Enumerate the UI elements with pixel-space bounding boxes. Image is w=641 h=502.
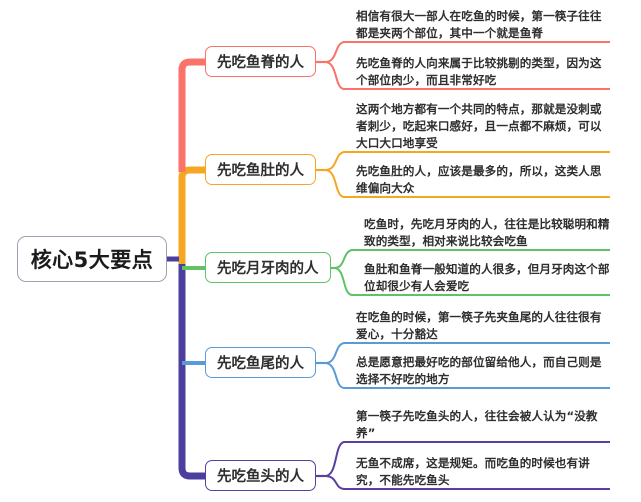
branch-node-5-label: 先吃鱼头的人 — [217, 469, 304, 485]
sub-item-2-2-text: 先吃鱼肚的人，应该是最多的，所以，这类人思维偏向大众 — [356, 164, 602, 195]
sub-item-5-1-text: 第一筷子先吃鱼头的人，往往会被人认为“没教养” — [356, 409, 598, 440]
branch-node-4-label: 先吃鱼尾的人 — [217, 356, 304, 372]
sub-item-3-1-text: 吃鱼时，先吃月牙肉的人，往往是比较聪明和精致的类型，相对来说比较会吃鱼 — [364, 217, 610, 248]
sub-item-5-1: 第一筷子先吃鱼头的人，往往会被人认为“没教养” — [344, 408, 610, 442]
sub-item-2-1: 这两个地方都有一个共同的特点，那就是没刺或者刺少，吃起来口感好，且一点都不麻烦，… — [344, 101, 610, 152]
sub-item-1-1-text: 相信有很大一部人在吃鱼的时候，第一筷子往往都是夹两个部位，其中一个就是鱼脊 — [356, 9, 602, 40]
sub-item-1-2-text: 先吃鱼脊的人向来属于比较挑剔的类型，因为这个部位肉少，而且非常好吃 — [356, 56, 602, 87]
sub-item-1-2: 先吃鱼脊的人向来属于比较挑剔的类型，因为这个部位肉少，而且非常好吃 — [344, 55, 610, 89]
sub-item-4-1-text: 在吃鱼的时候，第一筷子先夹鱼尾的人往往很有爱心，十分豁达 — [356, 310, 602, 341]
sub-item-1-1: 相信有很大一部人在吃鱼的时候，第一筷子往往都是夹两个部位，其中一个就是鱼脊 — [344, 8, 610, 42]
branch-node-2[interactable]: 先吃鱼肚的人 — [205, 154, 316, 185]
sub-item-2-1-text: 这两个地方都有一个共同的特点，那就是没刺或者刺少，吃起来口感好，且一点都不麻烦，… — [356, 102, 602, 150]
sub-item-4-2-text: 总是愿意把最好吃的部位留给他人，而自己则是选择不好吃的地方 — [356, 355, 602, 386]
branch-node-1-label: 先吃鱼脊的人 — [217, 55, 304, 71]
branch-node-1[interactable]: 先吃鱼脊的人 — [205, 46, 316, 77]
root-node[interactable]: 核心5大要点 — [17, 236, 167, 282]
spine-segment-purple — [178, 259, 205, 480]
sub-item-5-2-text: 无鱼不成席，这是规矩。而吃鱼的时候也有讲究，不能先吃鱼头 — [356, 456, 590, 487]
sub-item-5-2: 无鱼不成席，这是规矩。而吃鱼的时候也有讲究，不能先吃鱼头 — [344, 455, 610, 489]
spine-segment-orange — [178, 166, 205, 264]
branch-node-4[interactable]: 先吃鱼尾的人 — [205, 347, 316, 378]
sub-item-3-2: 鱼肚和鱼脊一般知道的人很多，但月牙肉这个部位却很少有人会爱吃 — [352, 261, 610, 295]
spine-segment-red — [178, 58, 205, 172]
branch-node-5[interactable]: 先吃鱼头的人 — [205, 460, 316, 491]
sub-item-4-2: 总是愿意把最好吃的部位留给他人，而自己则是选择不好吃的地方 — [344, 354, 610, 388]
root-node-label: 核心5大要点 — [30, 248, 154, 272]
branch-node-2-label: 先吃鱼肚的人 — [217, 163, 304, 179]
sub-item-2-2: 先吃鱼肚的人，应该是最多的，所以，这类人思维偏向大众 — [344, 163, 610, 197]
sub-item-3-2-text: 鱼肚和鱼脊一般知道的人很多，但月牙肉这个部位却很少有人会爱吃 — [364, 262, 610, 293]
sub-item-4-1: 在吃鱼的时候，第一筷子先夹鱼尾的人往往很有爱心，十分豁达 — [344, 309, 610, 343]
branch-node-3[interactable]: 先吃月牙肉的人 — [205, 252, 331, 283]
sub-item-3-1: 吃鱼时，先吃月牙肉的人，往往是比较聪明和精致的类型，相对来说比较会吃鱼 — [352, 216, 610, 250]
branch-node-3-label: 先吃月牙肉的人 — [217, 261, 319, 277]
